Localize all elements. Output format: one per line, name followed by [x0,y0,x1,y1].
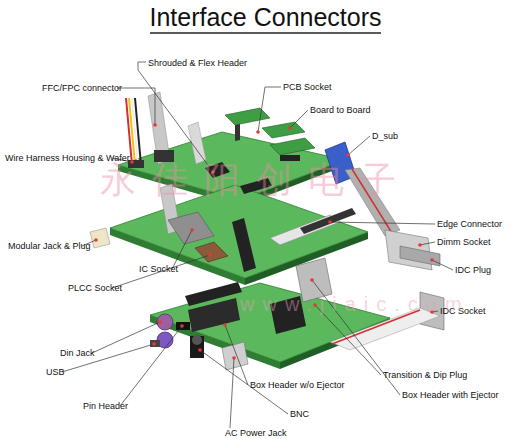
leader-line [290,110,308,128]
leader-line [348,136,370,155]
watermark: www.jiaic.com [240,292,470,316]
leader-dot [94,238,98,242]
part-label: FFC/FPC connector [42,83,122,93]
board-to-board [262,122,305,138]
leader-dot [288,126,292,130]
part-label: Wire Harness Housing & Wafer [5,153,130,163]
part-label: IDC Plug [455,265,491,275]
part-label: IDC Socket [440,306,486,316]
part-label: Din Jack [60,348,95,358]
leader-dot [152,342,156,346]
part-label: IC Socket [139,264,178,274]
part-label: Box Header with Ejector [402,390,499,400]
leader-line [120,326,182,406]
leader-line [225,325,248,385]
leader-dot [418,243,422,247]
part-label: AC Power Jack [225,428,287,438]
leader-line [92,322,160,353]
pcb-board [110,185,368,278]
leader-dot [256,130,260,134]
part-label: USB [46,367,65,377]
ribbon-stripe [332,310,420,344]
part-label: Modular Jack & Plug [8,241,91,251]
leader-dot [198,348,202,352]
part-label: Dimm Socket [437,237,491,247]
header [240,178,272,194]
leader-line [315,305,381,375]
leader-line [432,260,453,270]
leader-dot [208,253,212,257]
ffc-cable [188,122,206,164]
box-header-no-ejector [188,298,240,332]
pcb-socket-board [225,108,270,125]
bnc-ring [192,335,202,345]
part-label: PCB Socket [283,82,332,92]
ac-power-jack [222,342,248,370]
modular-jack [90,228,110,248]
leader-line [330,222,435,224]
leader-dot [310,278,314,282]
pin-header [176,322,190,330]
board-to-board [270,138,315,155]
shrouded-header [205,162,230,178]
wire [135,98,141,165]
leader-line [230,358,234,428]
leader-dot [430,310,434,314]
pin-header [232,218,256,272]
ribbon-cable [330,308,440,350]
idc-plug [400,246,440,266]
part-label: Box Header w/o Ejector [250,380,345,390]
leader-dot [430,258,434,262]
leader-dot [346,153,350,157]
part-label: Edge Connector [437,219,502,229]
leader-line [112,255,210,288]
leader-line [172,230,192,269]
box-header-ejector [296,258,332,302]
leader-line [420,242,435,245]
leader-dot [211,170,215,174]
leader-dot [190,228,194,232]
leader-dot [223,323,227,327]
part-label: Shrouded & Flex Header [148,58,247,68]
leader-line [258,87,281,132]
leader-dot [130,160,134,164]
din-jack [157,314,173,330]
leader-dot [180,324,184,328]
watermark: 永佳阳创电子 [100,160,412,200]
diagram-title: Interface Connectors [0,2,531,32]
part-label: Pin Header [83,401,128,411]
wafer [128,160,144,168]
usb [150,340,160,347]
leader-dot [232,356,236,360]
part-label: D_sub [372,131,398,141]
pcb-board [150,283,390,362]
leader-dot [158,320,162,324]
leader-dot [153,123,157,127]
ic-socket [168,212,214,244]
pcb-socket [235,124,240,141]
part-label: Board to Board [310,105,371,115]
connector-body [280,155,300,161]
bnc [190,336,204,358]
part-label: PLCC Socket [68,283,122,293]
plcc-socket [195,242,228,262]
leader-dot [313,303,317,307]
box-header [270,296,306,334]
part-label: Transition & Dip Plug [383,370,467,380]
edge-connector-slot [300,208,356,234]
part-label: BNC [290,409,309,419]
header [154,150,174,162]
title-underline [150,32,381,34]
leader-dot [328,220,332,224]
leader-line [138,62,213,172]
ribbon-cable [345,168,400,236]
leader-line [117,88,155,125]
